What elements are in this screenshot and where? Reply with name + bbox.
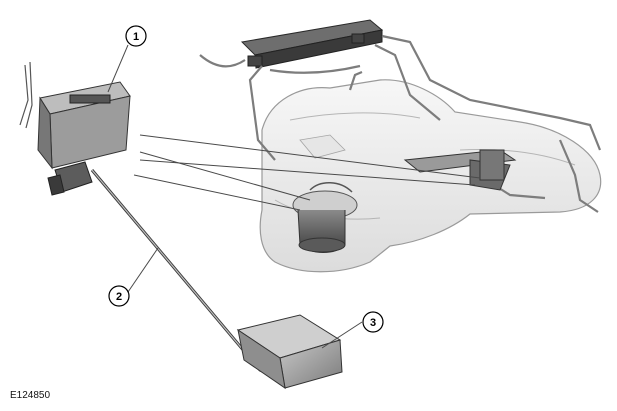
fuel-level-sensor-module — [19, 61, 131, 196]
callout-1: 1 — [125, 25, 147, 47]
fuel-pump-unit — [292, 182, 358, 253]
figure-id: E124850 — [10, 390, 51, 401]
control-module — [240, 19, 384, 69]
callout-3: 3 — [362, 311, 384, 333]
callout-2: 2 — [108, 285, 130, 307]
leader-lines — [107, 44, 481, 349]
callout-1-label: 1 — [133, 31, 139, 43]
callout-2-label: 2 — [116, 291, 122, 303]
callout-3-label: 3 — [370, 317, 376, 329]
tank-sender-right — [403, 149, 517, 191]
fuel-float — [236, 314, 343, 390]
fuel-pipes — [199, 34, 602, 213]
